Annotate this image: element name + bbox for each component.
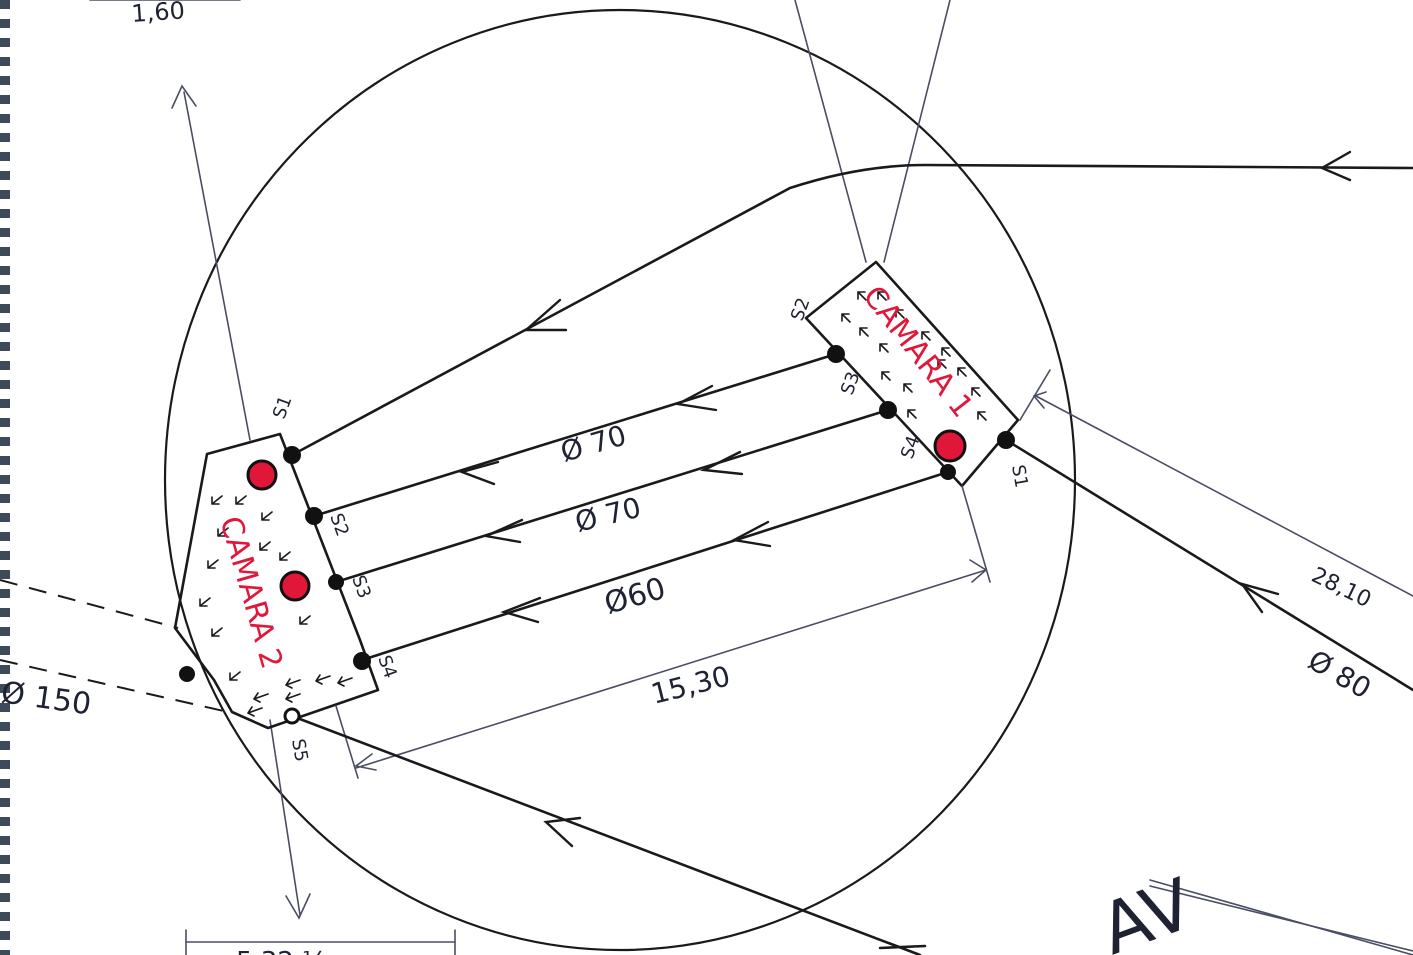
valve-dot-c1-s4 xyxy=(940,464,956,480)
pipe-middle-label: Ø 70 xyxy=(572,491,645,539)
site-circle xyxy=(163,8,1077,952)
dimension-bottom-label: 5,32 ½ xyxy=(236,947,327,955)
dimension-1530-line xyxy=(355,569,987,769)
pipe-top-curve xyxy=(290,163,1413,457)
arrow-pipe-between xyxy=(481,518,524,544)
pipe-outlet-end xyxy=(878,944,927,950)
pencil-line-top-right xyxy=(883,0,951,263)
pipe-lower xyxy=(360,470,950,662)
dimension-right-line xyxy=(1035,395,1413,597)
pipe-lower-label: Ø60 xyxy=(601,571,670,622)
pipe-upper xyxy=(312,352,838,518)
arrow-pipe-upper xyxy=(674,384,718,412)
arrow-pipe-lower-right xyxy=(730,520,772,548)
valve-label-c1-s3: S3 xyxy=(837,369,865,398)
valve-label-c2-s4: S4 xyxy=(373,653,401,682)
red-marker-c2-top xyxy=(246,459,278,491)
valve-dot-c2-s3 xyxy=(328,574,344,590)
street-line-1 xyxy=(1149,879,1413,955)
pipe-left-label: Ø 150 xyxy=(0,675,93,722)
arrow-pipe-outlet xyxy=(543,816,582,848)
camara-1-label: CAMARA 1 xyxy=(856,279,980,424)
arrow-pipe-lower-left xyxy=(500,596,542,624)
camara-2-label: CAMARA 2 xyxy=(212,513,289,673)
pencil-arrow-up-head xyxy=(171,84,197,109)
flow-arrows-camara-1 xyxy=(841,291,987,421)
dimension-1530-arrow-right xyxy=(969,559,988,583)
arrow-pipe-middle-left xyxy=(458,460,500,486)
pipe-middle xyxy=(334,408,890,584)
pencil-arrow-up-line xyxy=(183,91,251,441)
flow-arrows-camara-2 xyxy=(199,495,353,717)
valve-label-c1-s4: S4 xyxy=(897,433,925,462)
valve-dot-c2-s4 xyxy=(353,652,371,670)
valve-label-c1-s2: S2 xyxy=(787,295,815,324)
valve-label-c1-s1: S1 xyxy=(1007,463,1032,489)
valve-label-c2-s1: S1 xyxy=(269,393,297,422)
valve-dot-c1-s1 xyxy=(997,431,1015,449)
pipe-upper-label: Ø 70 xyxy=(557,419,630,469)
valve-dot-c2-s5 xyxy=(283,707,301,725)
valve-label-c2-s2: S2 xyxy=(325,511,353,540)
pipe-outlet xyxy=(290,714,922,955)
valve-label-c2-s5: S5 xyxy=(287,737,312,763)
pencil-arrow-down-head xyxy=(285,893,311,920)
arrow-pipe-top-left xyxy=(522,298,568,332)
loose-dot xyxy=(179,666,195,682)
pipe-right-label: Ø 80 xyxy=(1303,643,1377,705)
dimension-1530-arrow-left xyxy=(354,753,377,771)
pencil-line-top-left xyxy=(794,0,867,263)
valve-dot-c2-s1 xyxy=(283,446,301,464)
street-fragment-label: AV xyxy=(1090,863,1204,955)
pipe-right xyxy=(1004,438,1413,692)
valve-dot-c1-s2 xyxy=(827,345,845,363)
arrow-pipe-middle-right xyxy=(699,450,744,476)
dimension-right-arrowhead xyxy=(1032,391,1047,409)
dashed-pipe-lower xyxy=(0,659,229,713)
pencil-arrow-down-line xyxy=(269,719,301,916)
valve-dot-c1-s3 xyxy=(879,401,897,419)
camara-2-outline xyxy=(173,432,380,730)
dashed-pipe-upper xyxy=(0,579,179,629)
valve-dot-c2-s2 xyxy=(305,507,323,525)
red-marker-c1 xyxy=(933,429,967,463)
dimension-1530-tick-left xyxy=(335,705,359,779)
street-line-2 xyxy=(1149,885,1413,952)
arrow-pipe-right xyxy=(1239,581,1280,614)
arrow-pipe-top-right xyxy=(1319,150,1352,182)
dimension-1530-tick-right xyxy=(961,485,991,583)
dimension-top-left-label: 1,60 xyxy=(130,0,185,28)
red-marker-c2-middle xyxy=(279,570,311,602)
dimension-1530-label: 15,30 xyxy=(648,659,734,710)
spiral-binding xyxy=(0,0,10,955)
